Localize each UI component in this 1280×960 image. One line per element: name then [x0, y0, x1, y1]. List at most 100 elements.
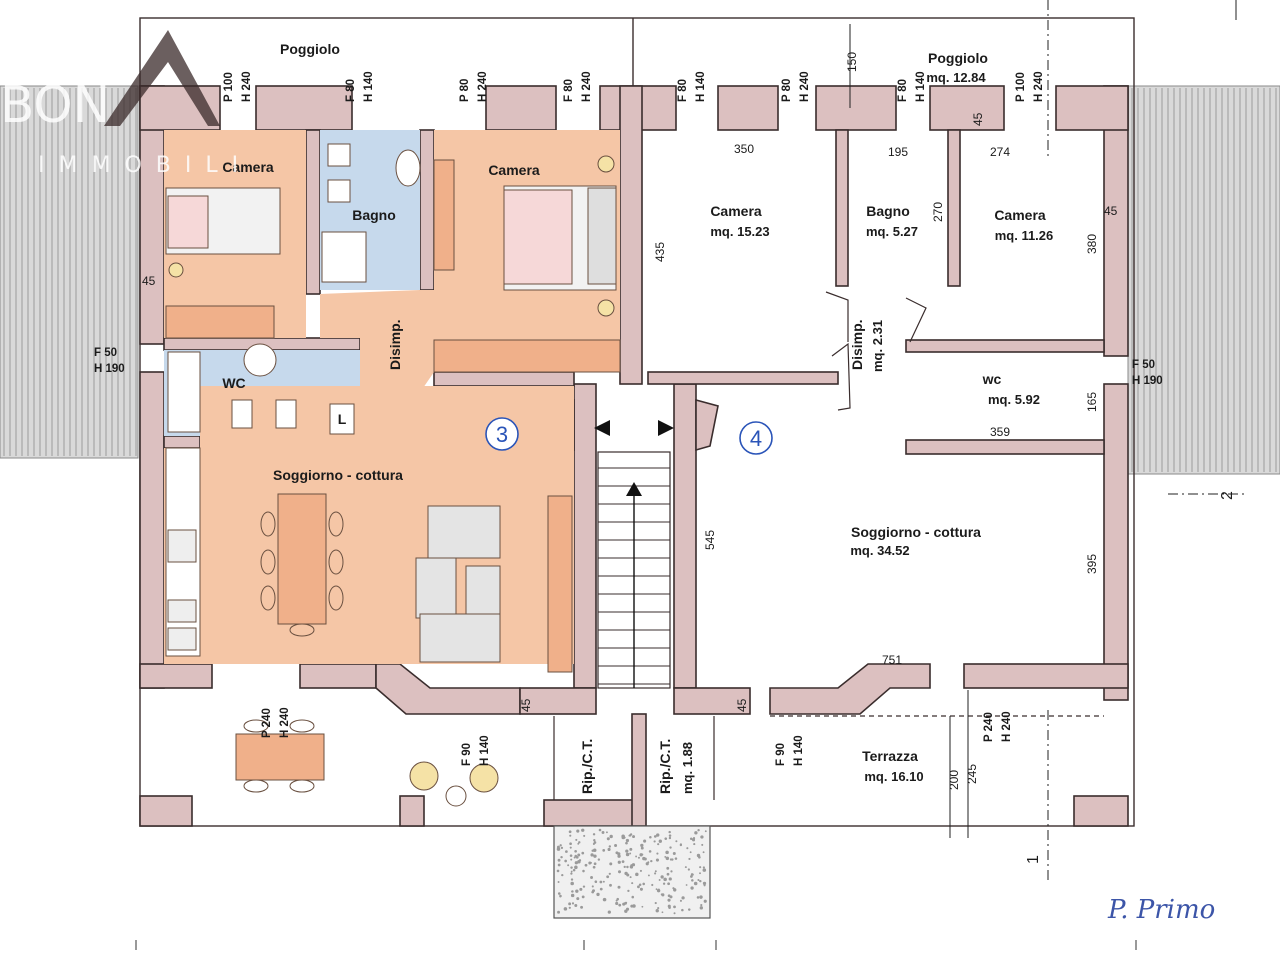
- opening-p240-right-h: H 240: [1001, 711, 1013, 742]
- room-labels: Poggiolo Poggiolo mq. 12.84 Camera Bagno…: [222, 41, 1053, 794]
- svg-text:751: 751: [882, 653, 902, 667]
- label-camera-4b: Camera: [994, 207, 1046, 223]
- opening-p240-left-w: P 240: [261, 708, 273, 738]
- floor-disimp-3: [320, 290, 434, 410]
- label-disimp-4: Disimp.: [849, 319, 865, 370]
- svg-text:245: 245: [965, 764, 979, 784]
- svg-text:IMMOBILI: IMMOBILI: [38, 153, 252, 178]
- opening-p100-a-w: P 100: [223, 72, 235, 102]
- furniture-unit-3: [165, 143, 621, 807]
- opening-p80-b-h: H 240: [799, 71, 811, 102]
- label-poggiolo-left: Poggiolo: [280, 41, 340, 57]
- svg-text:270: 270: [931, 202, 945, 222]
- opening-f50-left-h: H 190: [94, 363, 125, 375]
- svg-text:380: 380: [1085, 234, 1099, 254]
- svg-text:45: 45: [1104, 204, 1118, 218]
- opening-p80-a-h: H 240: [477, 71, 489, 102]
- area-camera-4b: mq. 11.26: [995, 228, 1054, 243]
- svg-text:3: 3: [496, 422, 508, 447]
- svg-text:150: 150: [845, 52, 859, 72]
- svg-text:45: 45: [142, 274, 156, 288]
- opening-f80h240-h: H 240: [581, 71, 593, 102]
- staircase: [594, 420, 674, 689]
- svg-text:195: 195: [888, 145, 908, 159]
- opening-p80-b-w: P 80: [781, 79, 793, 102]
- opening-f80-a-w: F 80: [345, 79, 357, 102]
- area-soggiorno-4: mq. 34.52: [850, 543, 909, 558]
- opening-p80-a-w: P 80: [459, 79, 471, 102]
- unit-3-badge: 3: [485, 417, 519, 451]
- svg-text:BON: BON: [0, 76, 110, 134]
- svg-text:4: 4: [750, 426, 762, 451]
- opening-p240-left-h: H 240: [279, 707, 291, 738]
- opening-f50-right-h: H 190: [1132, 375, 1163, 387]
- laundry-mark: L: [338, 411, 347, 427]
- section-mark-bottom: 1: [1025, 855, 1042, 864]
- opening-p100-b-h: H 240: [1033, 71, 1045, 102]
- opening-f80-b-w: F 80: [677, 79, 689, 102]
- neighbour-hatch-right: [1127, 85, 1280, 475]
- label-rip-left: Rip./C.T.: [579, 739, 595, 794]
- opening-f80-c-h: H 140: [915, 71, 927, 102]
- floor-annotation: P. Primo: [1107, 895, 1215, 925]
- up-arrow-icon: [626, 482, 642, 496]
- svg-text:395: 395: [1085, 554, 1099, 574]
- label-wc-4: wc: [982, 371, 1002, 387]
- label-camera-4a: Camera: [710, 203, 762, 219]
- unit-4-badge: 4: [739, 421, 773, 455]
- entrance-gravel: [553, 825, 711, 919]
- area-disimp-4: mq. 2.31: [870, 320, 885, 372]
- label-soggiorno-3: Soggiorno - cottura: [273, 467, 403, 483]
- svg-text:45: 45: [971, 112, 985, 126]
- opening-labels: P 100 H 240 F 80 H 140 P 80 H 240 F 80 H…: [94, 71, 1163, 766]
- label-bagno-3: Bagno: [352, 207, 396, 223]
- label-camera-3b: Camera: [488, 162, 540, 178]
- area-camera-4a: mq. 15.23: [710, 224, 769, 239]
- svg-text:350: 350: [734, 142, 754, 156]
- neighbour-hatch-left: [0, 85, 139, 459]
- svg-text:45: 45: [735, 698, 749, 712]
- label-camera-3a: Camera: [222, 159, 274, 175]
- bottom-ticks: [135, 940, 1137, 950]
- opening-f90-left-h: H 140: [479, 735, 491, 766]
- svg-text:545: 545: [703, 530, 717, 550]
- opening-p100-b-w: P 100: [1015, 72, 1027, 102]
- label-wc-3: WC: [222, 375, 245, 391]
- svg-text:435: 435: [653, 242, 667, 262]
- unit-4-features: [553, 291, 1104, 800]
- opening-f90-right-h: H 140: [793, 735, 805, 766]
- opening-f80h240-w: F 80: [563, 79, 575, 102]
- label-poggiolo-right: Poggiolo: [928, 50, 988, 66]
- section-mark-right: 2: [1219, 491, 1236, 500]
- label-terrazza: Terrazza: [862, 748, 918, 764]
- opening-f90-right-w: F 90: [775, 743, 787, 766]
- label-soggiorno-4: Soggiorno - cottura: [851, 524, 981, 540]
- svg-text:45: 45: [519, 698, 533, 712]
- arrow-right-icon: [658, 420, 674, 436]
- area-rip-right: mq. 1.88: [680, 742, 695, 794]
- opening-f80-c-w: F 80: [897, 79, 909, 102]
- opening-p240-right-w: P 240: [983, 712, 995, 742]
- label-bagno-4: Bagno: [866, 203, 910, 219]
- svg-text:359: 359: [990, 425, 1010, 439]
- svg-text:274: 274: [990, 145, 1010, 159]
- opening-p100-a-h: H 240: [241, 71, 253, 102]
- arrow-left-icon: [594, 420, 610, 436]
- area-wc-4: mq. 5.92: [988, 392, 1040, 407]
- opening-f90-left-w: F 90: [461, 743, 473, 766]
- opening-f50-left-w: F 50: [94, 347, 117, 359]
- svg-text:200: 200: [947, 770, 961, 790]
- label-disimp-3: Disimp.: [387, 319, 403, 370]
- opening-f80-b-h: H 140: [695, 71, 707, 102]
- area-poggiolo-right: mq. 12.84: [926, 70, 986, 85]
- watermark-logo: BON IMMOBILI: [0, 30, 252, 178]
- opening-f50-right-w: F 50: [1132, 359, 1155, 371]
- area-bagno-4: mq. 5.27: [866, 224, 918, 239]
- floor-soggiorno-3: [200, 386, 574, 664]
- label-rip-right: Rip./C.T.: [657, 739, 673, 794]
- area-terrazza: mq. 16.10: [864, 769, 923, 784]
- opening-f80-a-h: H 140: [363, 71, 375, 102]
- dimension-lines: [849, 0, 1248, 880]
- svg-text:165: 165: [1085, 392, 1099, 412]
